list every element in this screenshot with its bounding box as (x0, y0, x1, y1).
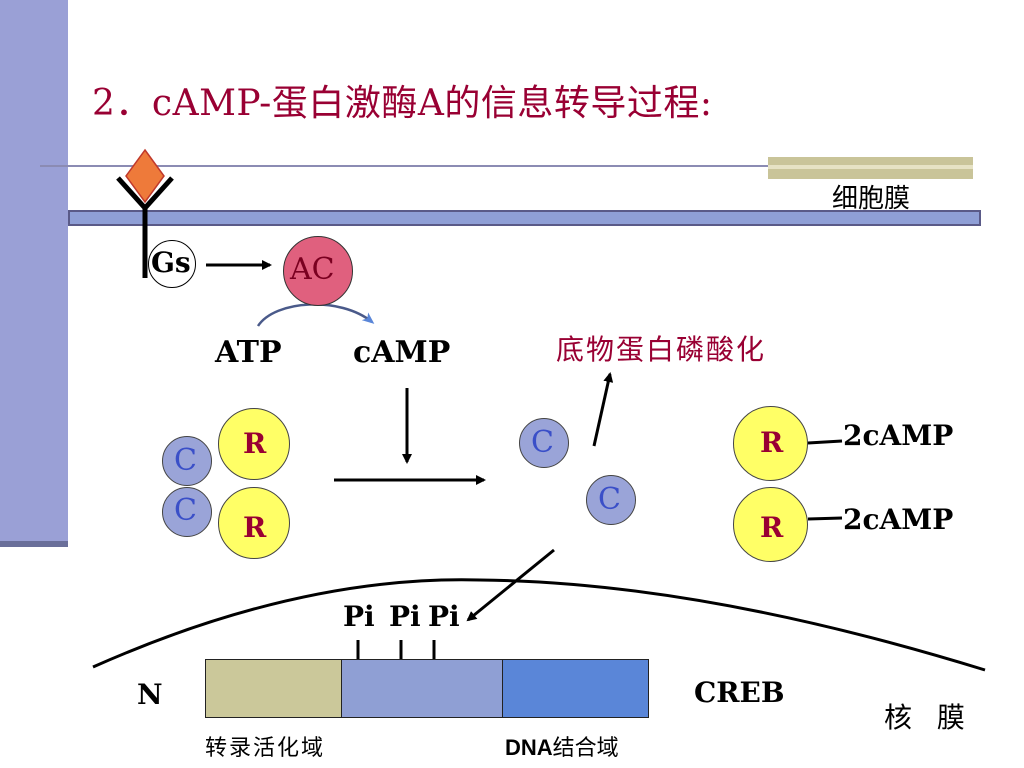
dna-binding-domain-label-suffix: 结合域 (552, 736, 619, 761)
r-camp-connector-bottom (807, 516, 843, 521)
dna-binding-domain-label-prefix: DNA (505, 735, 553, 760)
holoenzyme-c-bottom (162, 487, 212, 537)
accent-bar-highlight (768, 165, 973, 169)
pi-label-1: Pi (343, 600, 375, 633)
holoenzyme-r-bottom (218, 487, 290, 559)
creb-middle-domain (341, 659, 503, 718)
pi-label-3: Pi (428, 600, 460, 633)
activation-domain-label: 转录活化域 (205, 736, 326, 761)
ac-label: AC (290, 252, 335, 287)
c-to-substrate-arrow (592, 372, 614, 447)
free-c-subunit-1 (519, 418, 569, 468)
regulatory-r-bottom-label: R (760, 511, 784, 544)
holoenzyme-c-top-label: C (174, 443, 197, 478)
holoenzyme-c-top (162, 436, 212, 486)
free-c-subunit-1-label: C (531, 425, 554, 460)
cell-membrane-label: 细胞膜 (832, 184, 911, 214)
holoenzyme-r-top-label: R (243, 427, 267, 460)
creb-label: CREB (694, 676, 785, 709)
regulatory-r-bottom (733, 487, 808, 562)
nuclear-membrane-label: 核 膜 (884, 701, 973, 734)
pi-label-2: Pi (389, 600, 421, 633)
atp-label: ATP (215, 335, 282, 370)
gs-protein (148, 240, 196, 288)
left-decorative-bar (0, 0, 68, 547)
n-terminus-label: N (137, 678, 163, 711)
slide-title: 2．cAMP-蛋白激酶A的信息转导过程: (92, 83, 713, 124)
regulatory-r-top (733, 406, 808, 481)
gs-label: Gs (151, 246, 191, 279)
atp-to-camp-arrow (256, 303, 375, 327)
camp-label: cAMP (353, 335, 451, 370)
free-c-subunit-2-label: C (598, 482, 621, 517)
free-c-subunit-2 (586, 475, 636, 525)
regulatory-camp-top-label: 2cAMP (843, 419, 954, 452)
adenylate-cyclase (283, 236, 353, 306)
left-bar-shadow (0, 541, 68, 547)
dna-binding-domain-label: DNA结合域 (505, 730, 619, 762)
creb-dna-binding-domain (502, 659, 649, 718)
title-underline (40, 165, 972, 167)
holoenzyme-r-bottom-label: R (243, 511, 267, 544)
cell-membrane (68, 210, 981, 226)
creb-activation-domain (205, 659, 342, 718)
regulatory-camp-bottom-label: 2cAMP (843, 503, 954, 536)
holoenzyme-c-bottom-label: C (174, 493, 197, 528)
r-camp-connector-top (807, 439, 843, 445)
receptor-icon (116, 148, 174, 278)
holoenzyme-r-top (218, 408, 290, 480)
nuclear-membrane (92, 578, 986, 672)
c-to-nucleus-arrow (466, 548, 555, 622)
substrate-phosphorylation-label: 底物蛋白磷酸化 (556, 333, 767, 366)
regulatory-r-top-label: R (760, 426, 784, 459)
